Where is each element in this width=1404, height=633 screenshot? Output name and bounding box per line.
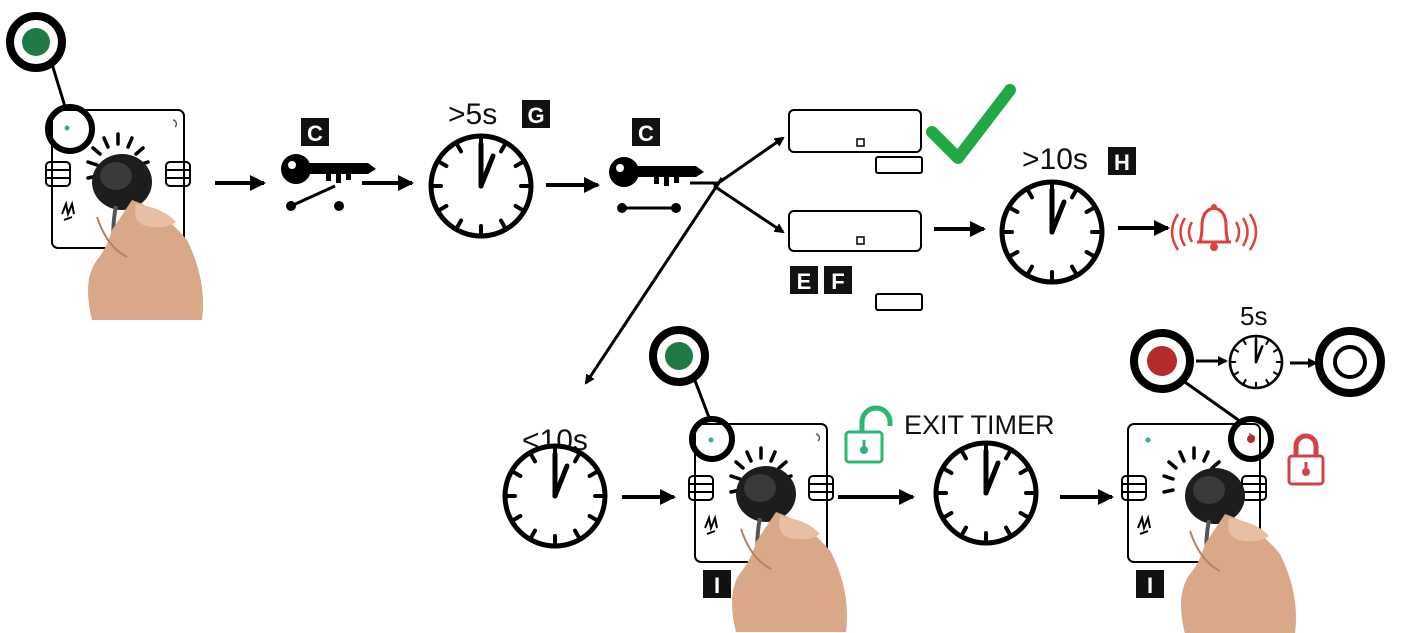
key-icon <box>609 157 704 187</box>
svg-text:C: C <box>638 121 654 146</box>
clock-icon <box>505 446 605 546</box>
svg-text:E: E <box>797 269 812 294</box>
timer-gt10-label: >10s <box>1022 143 1088 176</box>
clock-icon <box>1002 182 1102 282</box>
exit-timer-label: EXIT TIMER <box>904 410 1055 440</box>
step-box-c2: C <box>632 118 660 146</box>
svg-text:G: G <box>527 103 544 128</box>
display-panel-fault <box>789 211 922 310</box>
timer-5s-label: 5s <box>1240 301 1267 331</box>
step-box-c1: C <box>301 118 329 146</box>
clock-icon <box>936 443 1036 543</box>
alarm-bell-icon <box>1172 204 1256 251</box>
svg-text:I: I <box>714 573 720 598</box>
switch-closed-icon <box>617 203 681 213</box>
checkmark-icon <box>932 90 1010 158</box>
svg-text:F: F <box>831 269 844 294</box>
step-box-h: H <box>1108 147 1136 175</box>
svg-text:H: H <box>1114 150 1130 175</box>
callout-red-led <box>1134 333 1244 424</box>
unlocked-padlock-icon <box>846 408 890 462</box>
step-box-g: G <box>522 100 550 128</box>
display-panel-ok <box>789 110 922 173</box>
switch-open-icon <box>286 186 344 211</box>
hand-with-fob-2 <box>732 466 847 632</box>
svg-text:I: I <box>1147 573 1153 598</box>
clock-icon <box>431 136 531 236</box>
callout-green-led-top <box>10 16 66 110</box>
step-box-f: F <box>824 266 852 294</box>
svg-text:C: C <box>307 121 323 146</box>
hand-with-fob-3 <box>1181 468 1296 633</box>
locked-padlock-icon <box>1289 436 1323 484</box>
callout-green-led-middle <box>653 330 710 420</box>
step-box-e: E <box>790 266 818 294</box>
step-box-i2: I <box>1136 570 1164 598</box>
led-off-icon <box>1319 331 1381 393</box>
clock-icon <box>1230 336 1282 388</box>
timer-gt5-label: >5s <box>448 98 497 131</box>
key-icon <box>281 154 376 184</box>
step-box-i1: I <box>703 570 731 598</box>
